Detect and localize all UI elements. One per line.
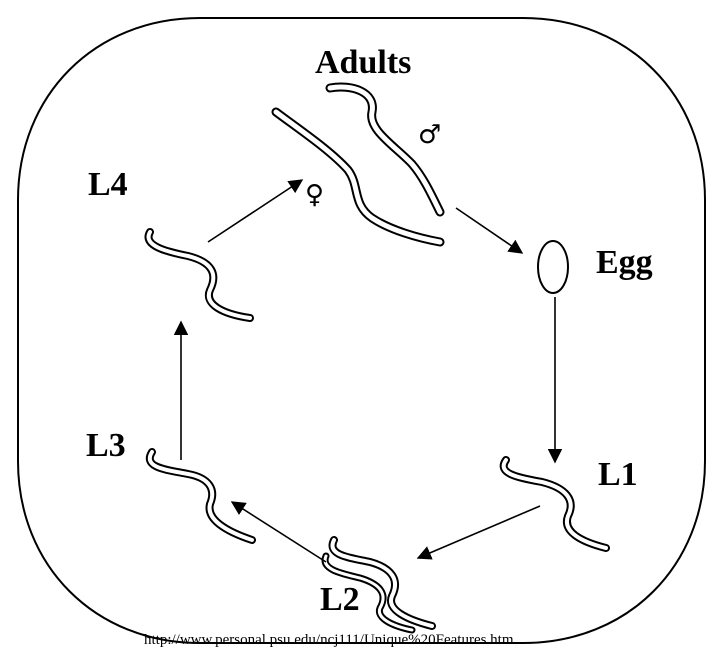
source-url: http://www.personal.psu.edu/ncj111/Uniqu… <box>144 633 514 648</box>
label-l3: L3 <box>86 429 126 463</box>
l1-larva <box>504 460 606 548</box>
arrow-l2-to-l3 <box>232 502 326 562</box>
female-symbol: ♀ <box>305 182 324 208</box>
label-l2: L2 <box>320 583 360 617</box>
label-l1: L1 <box>598 458 638 492</box>
label-l4: L4 <box>88 168 128 202</box>
arrow-l4-to-adults <box>208 180 302 242</box>
arrow-l1-to-l2 <box>418 506 540 558</box>
male-symbol: ♂ <box>418 122 441 148</box>
l3-larva <box>150 452 252 540</box>
label-egg: Egg <box>596 246 653 280</box>
egg-shape <box>538 241 568 293</box>
arrow-adults-to-egg <box>456 208 522 253</box>
l4-larva <box>149 232 250 318</box>
adult-female-worm <box>276 112 440 242</box>
label-adults: Adults <box>315 46 411 80</box>
